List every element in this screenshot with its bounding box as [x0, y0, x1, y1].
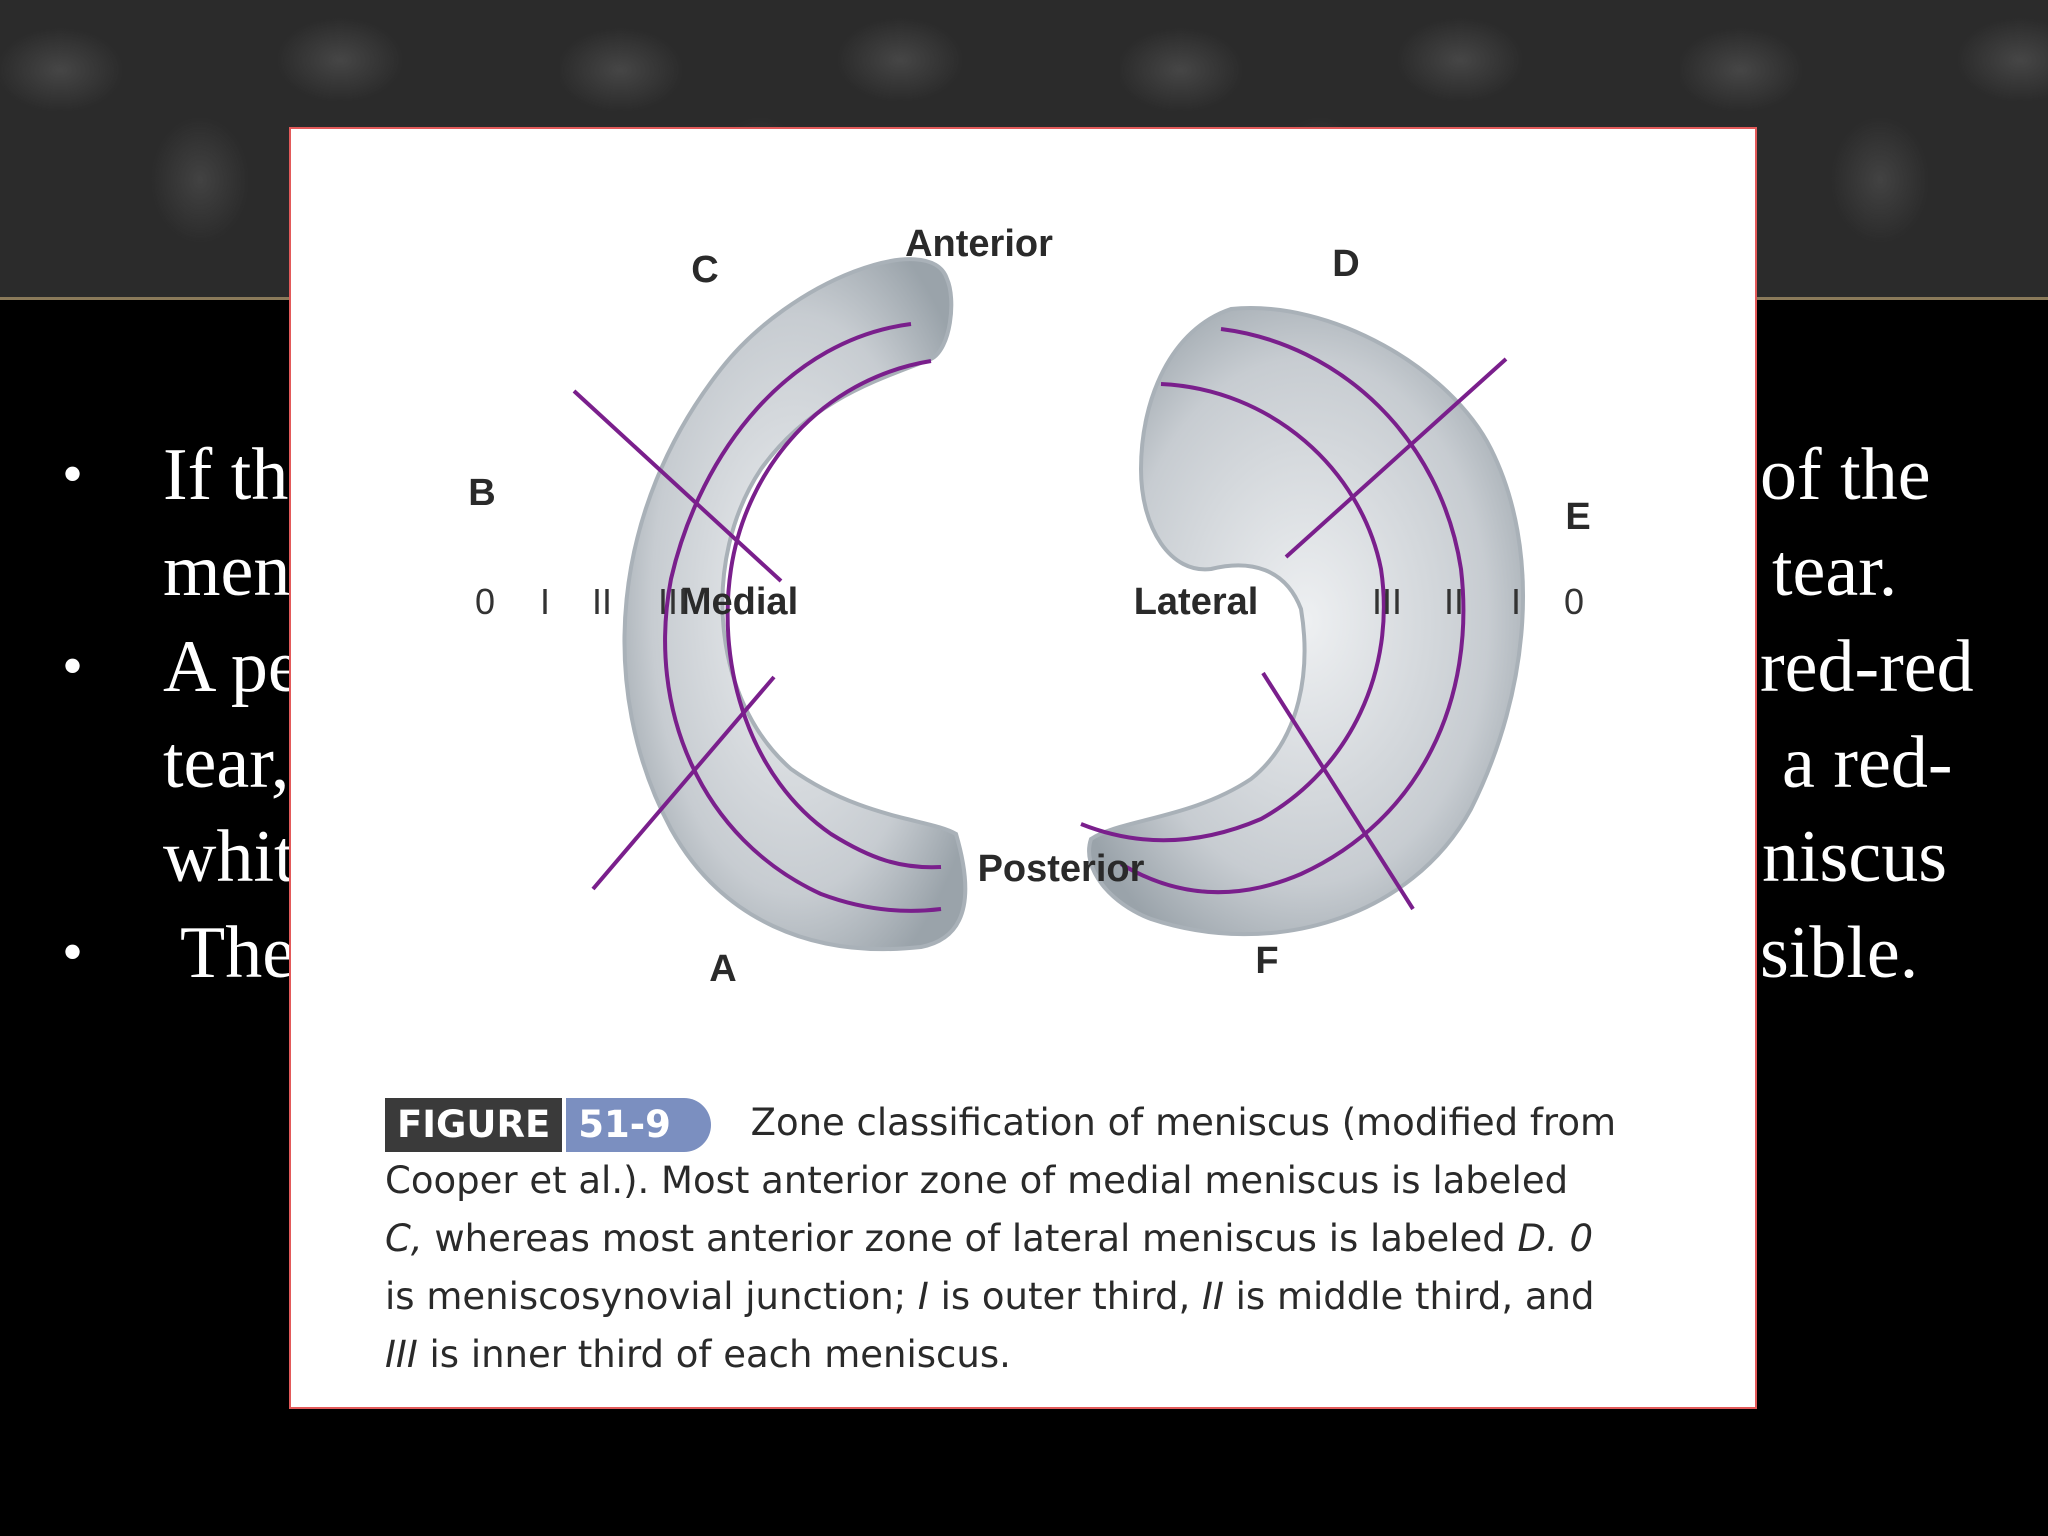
caption-italic-i: I — [917, 1275, 929, 1318]
bullet-2-right-2: a red- — [1782, 722, 1953, 804]
lateral-radial-line-upper — [1284, 357, 1508, 559]
caption-line-1: FIGURE 51-9 Zone classification of menis… — [385, 1094, 1675, 1152]
label-lateral-zone-3: III — [1372, 581, 1402, 622]
medial-radial-line-upper — [572, 389, 783, 583]
label-medial-zone-3: III — [658, 581, 688, 622]
label-zone-a: A — [709, 948, 736, 990]
caption-text-5: is inner third of each meniscus. — [417, 1333, 1011, 1376]
lateral-zone-line-inner — [1080, 382, 1386, 843]
medial-zone-line-outer — [663, 322, 942, 913]
figure-badge: FIGURE 51-9 — [385, 1097, 711, 1152]
label-zone-d: D — [1332, 243, 1359, 285]
bullet-1-right-1: of the — [1760, 434, 1931, 516]
lateral-zone-line-outer — [1119, 327, 1466, 895]
bullet-3-line-1: The — [180, 912, 296, 994]
label-zone-b: B — [468, 472, 495, 514]
figure-badge-word: FIGURE — [385, 1097, 563, 1152]
label-lateral-zone-0: 0 — [1564, 581, 1584, 622]
bullet-2-line-3: whit — [163, 816, 295, 898]
caption-text-4a: is meniscosynovial junction; — [385, 1275, 918, 1318]
bullet-2-right-3: niscus — [1762, 816, 1947, 898]
caption-text-4c: is outer third, — [928, 1275, 1203, 1318]
bullet-1-line-2: men — [163, 530, 291, 612]
bullet-1-dot: • — [62, 441, 84, 507]
bullet-2-line-2: tear, — [163, 722, 290, 804]
caption-line-2: Cooper et al.). Most anterior zone of me… — [385, 1159, 1569, 1202]
lateral-radial-line-lower — [1261, 671, 1415, 911]
caption-text-1: Zone classification of meniscus (modifie… — [750, 1101, 1617, 1144]
figure-badge-number: 51-9 — [566, 1097, 711, 1152]
caption-italic-c: C, — [385, 1217, 423, 1260]
label-zone-c: C — [691, 249, 718, 291]
label-anterior: Anterior — [905, 223, 1053, 265]
meniscus-diagram: Anterior Posterior Medial Lateral C B A … — [468, 223, 1590, 990]
caption-line-3: C, whereas most anterior zone of lateral… — [385, 1210, 1675, 1268]
label-lateral-zone-2: II — [1444, 581, 1464, 622]
label-posterior: Posterior — [978, 848, 1145, 890]
caption-line-4: is meniscosynovial junction; I is outer … — [385, 1268, 1675, 1326]
caption-italic-d: D. 0 — [1517, 1217, 1594, 1260]
medial-radial-line-lower — [591, 675, 776, 891]
caption-italic-ii: II — [1202, 1275, 1224, 1318]
bullet-3-dot: • — [62, 919, 84, 985]
caption-line-5: III is inner third of each meniscus. — [385, 1326, 1675, 1384]
bullet-3-right-1: sible. — [1760, 912, 1919, 994]
bullet-1-line-1: If th — [163, 434, 289, 516]
bullet-2-dot: • — [62, 633, 84, 699]
label-medial-zone-2: II — [592, 581, 612, 622]
bullet-1-right-2: tear. — [1772, 530, 1898, 612]
bullet-2-line-1: A pe — [163, 626, 301, 708]
caption-text-4e: is middle third, and — [1223, 1275, 1595, 1318]
caption-italic-iii: III — [385, 1333, 418, 1376]
label-lateral: Lateral — [1134, 581, 1259, 623]
caption-text-3: whereas most anterior zone of lateral me… — [422, 1217, 1518, 1260]
label-lateral-zone-1: I — [1511, 581, 1521, 622]
figure-panel: Anterior Posterior Medial Lateral C B A … — [289, 127, 1757, 1409]
medial-zone-line-inner — [725, 359, 942, 870]
label-medial-zone-1: I — [540, 581, 550, 622]
label-zone-f: F — [1255, 940, 1278, 982]
label-medial-zone-0: 0 — [475, 581, 495, 622]
label-zone-e: E — [1565, 496, 1590, 538]
figure-caption: FIGURE 51-9 Zone classification of menis… — [385, 1094, 1675, 1384]
label-medial: Medial — [680, 581, 798, 623]
bullet-2-right-1: red-red — [1760, 626, 1974, 708]
